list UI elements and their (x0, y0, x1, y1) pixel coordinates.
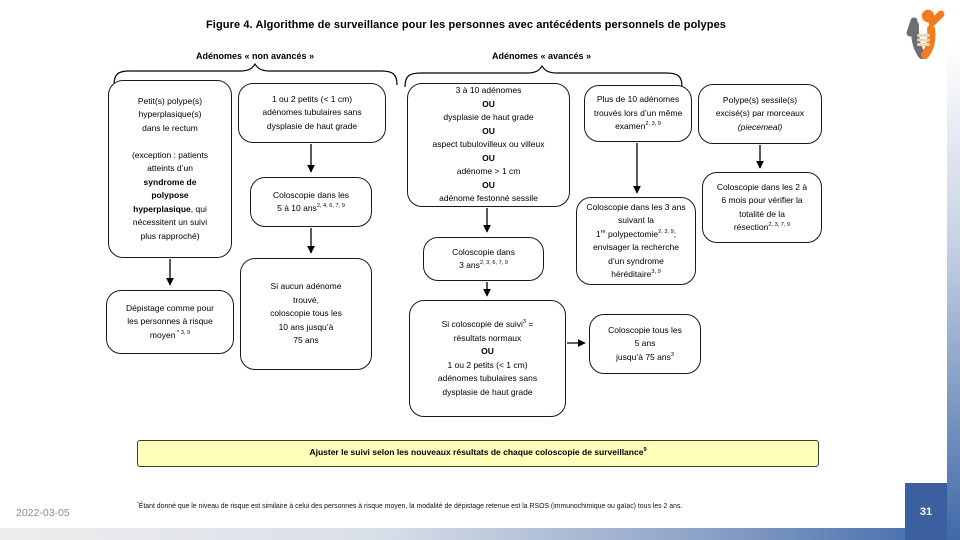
slide-title: Figure 4. Algorithme de surveillance pou… (205, 19, 727, 31)
page-number: 31 (905, 483, 947, 540)
box-1-2-small-adenomas: 1 ou 2 petits (< 1 cm)adénomes tubulaire… (238, 83, 386, 143)
person-raising-arm-icon (906, 9, 945, 59)
adjust-followup-banner: Ajuster le suivi selon les nouveaux résu… (137, 440, 819, 467)
group-label-non-advanced: Adénomes « non avancés » (195, 51, 315, 61)
footnote: *Étant donné que le niveau de risque est… (137, 500, 683, 510)
org-logo (902, 8, 946, 60)
box-followup-normal-results: Si coloscopie de suivi3 =résultats norma… (409, 300, 566, 417)
box-sessile-polyps-piecemeal: Polype(s) sessile(s)excisé(s) par morcea… (698, 84, 822, 144)
box-hyperplastic-polyps: Petit(s) polype(s)hyperplasique(s)dans l… (108, 80, 232, 258)
right-gradient-bar (947, 0, 960, 540)
group-label-advanced: Adénomes « avancés » (491, 51, 592, 61)
slide-date: 2022-03-05 (16, 507, 70, 519)
bottom-gradient-bar (0, 528, 947, 540)
